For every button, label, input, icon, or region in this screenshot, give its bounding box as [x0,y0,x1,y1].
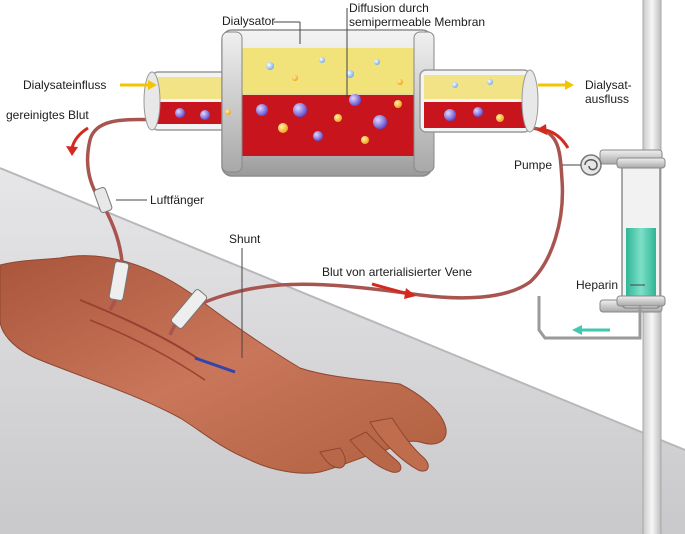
label-diffusion-line2: semipermeable Membran [349,15,486,29]
air-trap [93,187,113,213]
label-diffusion-line1: Diffusion durch [349,1,429,15]
dialysator-device [143,29,539,177]
label-pump: Pumpe [514,158,553,172]
label-air-trap: Luftfänger [150,193,205,207]
label-arterial-blood: Blut von arterialisierter Vene [322,265,473,279]
pump-rotor-icon [580,154,602,176]
label-dialysator: Dialysator [222,14,276,28]
flow-arrow-icon [572,325,610,335]
label-heparin: Heparin [576,278,619,292]
heparin-line [537,296,642,340]
label-dialysate-outflow-line1: Dialysat- [585,78,632,92]
label-cleaned-blood: gereinigtes Blut [6,108,89,122]
flow-arrow-icon [536,124,570,149]
flow-arrow-icon [538,80,574,90]
label-dialysate-outflow-line2: ausfluss [585,92,630,106]
table-edge [0,167,685,451]
heparin-syringe [616,157,666,309]
flow-arrow-icon [371,282,416,299]
flow-arrow-icon [66,126,89,156]
label-dialysate-inflow: Dialysateinfluss [23,78,107,92]
label-shunt: Shunt [229,232,261,246]
table-surface [0,168,685,534]
flow-arrow-icon [120,80,157,90]
